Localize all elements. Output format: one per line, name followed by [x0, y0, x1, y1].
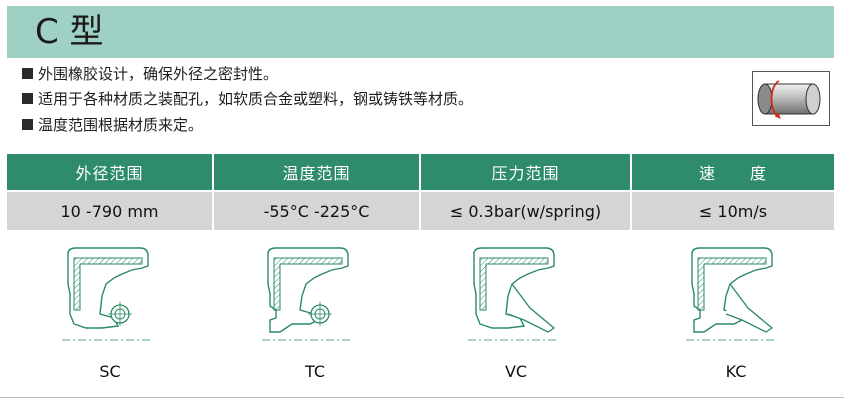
header-outer-diameter: 外径范围 [7, 154, 214, 191]
feature-item: 外围橡胶设计，确保外径之密封性。 [22, 63, 278, 85]
square-bullet-icon [22, 68, 33, 79]
value-speed: ≤ 10m/s [631, 190, 834, 230]
feature-text: 外围橡胶设计，确保外径之密封性。 [38, 65, 279, 83]
seal-diagram-kc [686, 244, 776, 354]
value-temperature: -55°C -225°C [213, 190, 421, 230]
seal-diagram-tc [262, 244, 352, 354]
feature-text: 温度范围根据材质来定。 [38, 116, 204, 134]
header-speed: 速 度 [631, 154, 834, 191]
bottom-divider [0, 397, 844, 398]
feature-text: 适用于各种材质之装配孔，如软质合金或塑料，钢或铸铁等材质。 [38, 90, 474, 108]
spec-table: 外径范围 温度范围 压力范围 速 度 10 -790 mm -55°C -225… [7, 154, 834, 230]
seal-label-vc: VC [504, 362, 528, 381]
feature-item: 温度范围根据材质来定。 [22, 114, 203, 136]
table-row: 10 -790 mm -55°C -225°C ≤ 0.3bar(w/sprin… [7, 190, 834, 230]
rotating-shaft-icon [752, 71, 830, 126]
seal-label-kc: KC [725, 362, 747, 381]
title-bar: C 型 [7, 6, 834, 58]
header-pressure: 压力范围 [420, 154, 632, 191]
seal-label-sc: SC [99, 362, 121, 381]
header-temperature: 温度范围 [213, 154, 421, 191]
value-pressure: ≤ 0.3bar(w/spring) [420, 190, 632, 230]
seal-diagram-vc [468, 244, 558, 354]
feature-item: 适用于各种材质之装配孔，如软质合金或塑料，钢或铸铁等材质。 [22, 88, 473, 110]
page-title: C 型 [35, 12, 104, 52]
table-header-row: 外径范围 温度范围 压力范围 速 度 [7, 154, 834, 191]
seal-diagram-sc [62, 244, 152, 354]
seal-label-tc: TC [304, 362, 325, 381]
square-bullet-icon [22, 93, 33, 104]
value-outer-diameter: 10 -790 mm [7, 190, 214, 230]
square-bullet-icon [22, 119, 33, 130]
